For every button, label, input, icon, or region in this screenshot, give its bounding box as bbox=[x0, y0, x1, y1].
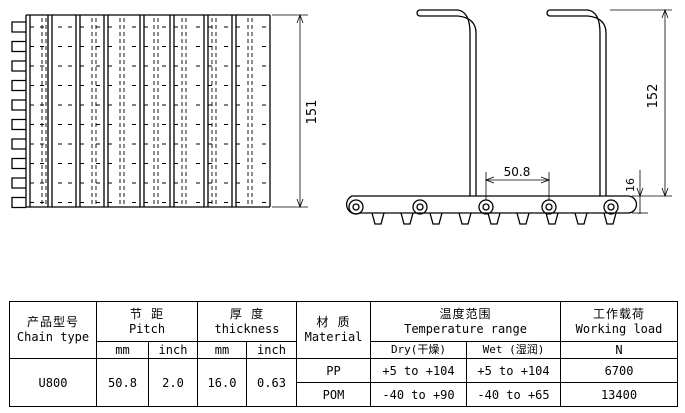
sprocket-tooth bbox=[545, 212, 559, 225]
hinge-pin bbox=[352, 203, 360, 211]
unit-dry: Dry(干燥) bbox=[370, 341, 467, 359]
belt-tooth bbox=[11, 60, 26, 72]
hinge-eye bbox=[412, 199, 428, 215]
cell-pitch-inch: 2.0 bbox=[148, 358, 198, 407]
arrowhead bbox=[296, 13, 304, 24]
unit-thickness-mm: mm bbox=[197, 341, 247, 359]
hinge-pin bbox=[607, 203, 615, 211]
cell-load-pp: 6700 bbox=[560, 358, 679, 383]
belt-tooth bbox=[11, 138, 26, 150]
hinge-eye bbox=[348, 199, 364, 215]
arrowhead bbox=[636, 187, 644, 198]
chain-side-view bbox=[345, 8, 672, 225]
chain-body bbox=[345, 195, 638, 215]
sprocket-tooth bbox=[603, 212, 617, 225]
hinge-pin bbox=[416, 203, 424, 211]
belt-tooth bbox=[11, 79, 26, 92]
cell-dry-pp: +5 to +104 bbox=[370, 358, 467, 383]
flight-outer bbox=[550, 9, 601, 196]
hinge-eye bbox=[541, 199, 557, 215]
flight-outer bbox=[420, 9, 471, 196]
flight-tip bbox=[546, 9, 551, 17]
cell-load-pom: 13400 bbox=[560, 382, 679, 407]
belt-tooth bbox=[11, 118, 26, 131]
hinge-eye bbox=[478, 199, 494, 215]
unit-wet: Wet (湿润) bbox=[465, 341, 562, 359]
belt-tooth bbox=[11, 40, 26, 53]
sprocket-tooth bbox=[487, 212, 501, 225]
belt-tooth bbox=[11, 177, 26, 189]
sprocket-tooth bbox=[371, 212, 385, 225]
sprocket-tooth bbox=[458, 212, 472, 225]
cell-thickness-inch: 0.63 bbox=[246, 358, 297, 407]
unit-pitch-inch: inch bbox=[148, 341, 198, 359]
belt-tooth bbox=[11, 157, 26, 170]
belt-tooth bbox=[11, 21, 26, 33]
arrowhead bbox=[540, 176, 551, 184]
cell-material-pp: PP bbox=[296, 358, 371, 383]
arrowhead bbox=[296, 198, 304, 209]
arrowhead bbox=[484, 176, 495, 184]
dim-label-50-8: 50.8 bbox=[504, 165, 531, 179]
flight-inner bbox=[420, 15, 477, 196]
cell-pitch-mm: 50.8 bbox=[96, 358, 149, 407]
cell-material-pom: POM bbox=[296, 382, 371, 407]
cell-thickness-mm: 16.0 bbox=[197, 358, 247, 407]
unit-thickness-inch: inch bbox=[246, 341, 297, 359]
cell-wet-pp: +5 to +104 bbox=[465, 358, 562, 383]
technical-drawing: 151 152 50.8 16 bbox=[11, 8, 672, 225]
hinge-pin bbox=[482, 203, 490, 211]
sprocket-tooth bbox=[516, 212, 530, 225]
dim-label-151: 151 bbox=[305, 100, 320, 125]
belt-tooth bbox=[11, 99, 26, 111]
sprocket-tooth bbox=[429, 212, 443, 225]
sprocket-tooth bbox=[574, 212, 588, 225]
belt-tooth bbox=[11, 196, 26, 209]
sprocket-tooth bbox=[400, 212, 414, 225]
arrowhead bbox=[661, 187, 669, 198]
hinge-pin bbox=[545, 203, 553, 211]
unit-newton: N bbox=[560, 341, 679, 359]
hinge-eye bbox=[603, 199, 619, 215]
flight-tip bbox=[416, 9, 421, 17]
cell-model: U800 bbox=[9, 358, 97, 407]
arrowhead bbox=[661, 8, 669, 19]
chain-top-view bbox=[11, 13, 308, 209]
dim-label-16: 16 bbox=[624, 178, 637, 192]
unit-pitch-mm: mm bbox=[96, 341, 149, 359]
flight-inner bbox=[550, 15, 607, 196]
cell-dry-pom: -40 to +90 bbox=[370, 382, 467, 407]
dim-label-152: 152 bbox=[646, 84, 661, 109]
cell-wet-pom: -40 to +65 bbox=[465, 382, 562, 407]
